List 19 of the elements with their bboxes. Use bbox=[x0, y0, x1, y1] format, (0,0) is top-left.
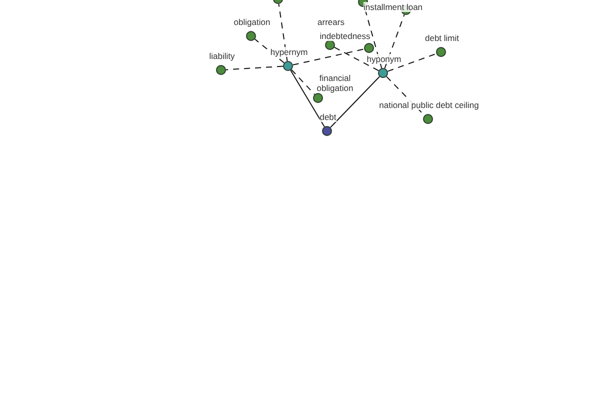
connector-line bbox=[387, 53, 437, 72]
node-label: arrears bbox=[318, 17, 344, 27]
node-label: financial obligation bbox=[315, 73, 355, 93]
node-label: installment loan bbox=[363, 2, 423, 12]
node-label: national public debt ceiling bbox=[379, 100, 479, 110]
connector-line bbox=[334, 46, 380, 72]
connector-line bbox=[226, 66, 284, 70]
connector-line bbox=[290, 69, 316, 95]
node-label: indebtedness bbox=[320, 31, 370, 41]
connector-line bbox=[384, 14, 405, 69]
node-label: debt bbox=[320, 112, 336, 122]
node-label: obligation bbox=[234, 17, 270, 27]
node-label: hypernym bbox=[270, 47, 308, 57]
connector-line bbox=[330, 76, 380, 128]
node-label: liability bbox=[209, 51, 235, 61]
node-label: debt limit bbox=[425, 33, 459, 43]
connector-line bbox=[290, 70, 325, 128]
connector-line bbox=[292, 48, 365, 66]
node-label: hyponym bbox=[366, 54, 402, 64]
